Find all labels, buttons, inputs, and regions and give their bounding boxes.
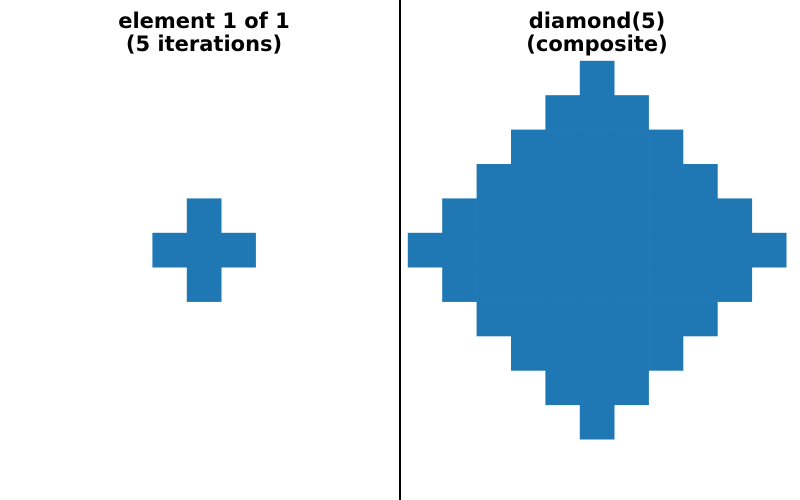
diamond-cell — [683, 198, 718, 234]
diamond-cell — [614, 95, 649, 130]
diamond-cell — [442, 267, 477, 302]
element-cell — [186, 267, 222, 302]
diamond-cell — [614, 336, 649, 371]
element-cell — [152, 232, 188, 268]
diamond-cell — [511, 164, 546, 199]
element-cell — [221, 232, 256, 268]
diamond-cell — [648, 198, 684, 234]
composite-title-line-2: (composite) — [526, 32, 668, 56]
diamond-cell — [545, 95, 581, 130]
diamond-cell — [511, 336, 546, 371]
diamond-cell — [717, 232, 753, 268]
diamond-cell — [614, 370, 649, 406]
diamond-cell — [545, 267, 581, 302]
element-title-line-2: (5 iterations) — [125, 32, 283, 56]
diamond-cell — [545, 164, 581, 199]
diamond-cell — [442, 198, 477, 234]
diamond-cell — [545, 232, 581, 268]
diamond-cell — [545, 198, 581, 234]
diamond-cell — [579, 129, 615, 165]
diamond-cell — [648, 336, 684, 371]
diamond-cell — [751, 232, 787, 268]
diamond-cell — [648, 301, 684, 337]
diamond-cell — [407, 232, 443, 268]
diamond-cell — [579, 370, 615, 406]
diamond-cell — [579, 198, 615, 234]
element-cell — [186, 232, 222, 268]
diamond-cell — [545, 370, 581, 406]
diamond-cell — [511, 129, 546, 165]
element-cell — [186, 198, 222, 234]
composite-panel-title: diamond(5) (composite) — [397, 10, 797, 56]
diamond-cell — [579, 164, 615, 199]
diamond-cell — [717, 267, 753, 302]
diamond-cell — [511, 267, 546, 302]
diamond-cell — [476, 164, 512, 199]
diamond-cell — [545, 129, 581, 165]
diamond-cell — [614, 301, 649, 337]
diamond-cell — [476, 232, 512, 268]
diamond-cell — [476, 198, 512, 234]
diamond-cell — [683, 164, 718, 199]
diamond-cell — [648, 129, 684, 165]
diamond-cell — [579, 60, 615, 96]
diamond-cell — [614, 129, 649, 165]
diamond-cell — [579, 95, 615, 130]
diamond-cell — [614, 232, 649, 268]
composite-title-line-1: diamond(5) — [528, 9, 666, 33]
diamond-cell — [614, 198, 649, 234]
diamond-cell — [511, 198, 546, 234]
diamond-cell — [511, 301, 546, 337]
diamond-cell — [614, 164, 649, 199]
panel-divider — [399, 0, 401, 500]
diamond-cell — [579, 232, 615, 268]
diamond-cell — [683, 267, 718, 302]
diamond-cell — [511, 232, 546, 268]
diamond-cell — [476, 301, 512, 337]
diamond-cell — [648, 164, 684, 199]
diamond-cell — [648, 232, 684, 268]
diamond-cell — [579, 301, 615, 337]
diamond-cell — [579, 336, 615, 371]
diamond-cell — [717, 198, 753, 234]
diamond-cell — [545, 336, 581, 371]
diamond-cell — [476, 267, 512, 302]
diamond-cell — [442, 232, 477, 268]
diamond-cell — [683, 232, 718, 268]
diamond-cell — [614, 267, 649, 302]
element-panel-title: element 1 of 1 (5 iterations) — [4, 10, 404, 56]
element-title-line-1: element 1 of 1 — [118, 9, 290, 33]
diamond-cell — [579, 404, 615, 440]
diamond-cell — [545, 301, 581, 337]
diamond-cell — [683, 301, 718, 337]
diamond-cell — [648, 267, 684, 302]
diamond-cell — [579, 267, 615, 302]
